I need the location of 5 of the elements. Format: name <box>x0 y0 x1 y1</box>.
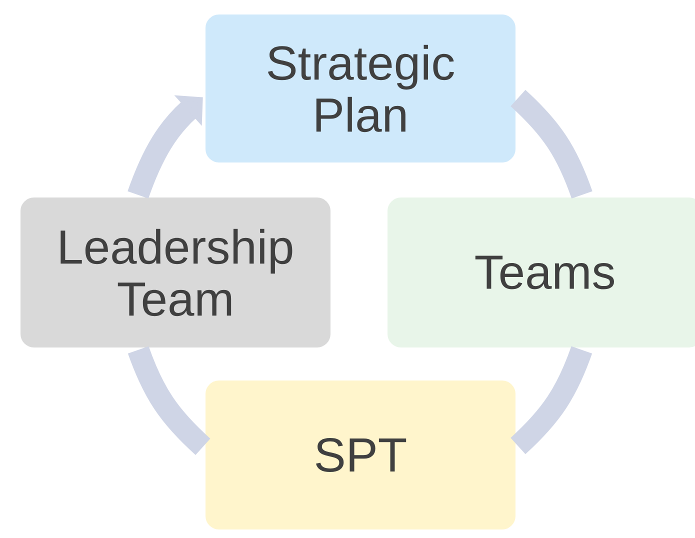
process-box: SPT <box>200 376 520 534</box>
process-box: Leadership Team <box>16 192 336 352</box>
ring-arrow <box>128 95 203 199</box>
process-box: Teams <box>382 192 695 352</box>
process-box: Strategic Plan <box>200 10 520 168</box>
